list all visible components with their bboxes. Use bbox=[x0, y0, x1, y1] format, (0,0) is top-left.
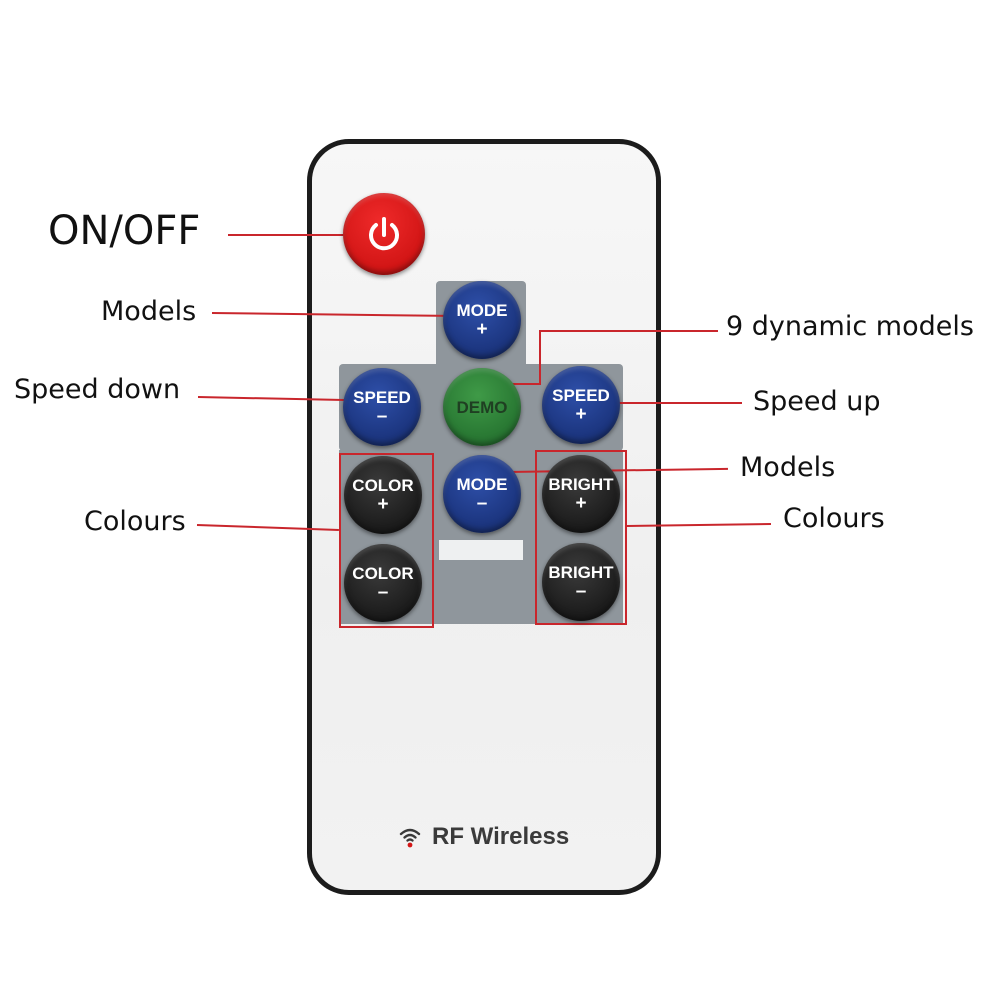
bright-up-sign: + bbox=[575, 493, 587, 514]
speed-up-label: SPEED bbox=[552, 386, 610, 405]
color-down-sign: – bbox=[377, 582, 389, 603]
speed-down-button[interactable]: SPEED – bbox=[343, 368, 421, 446]
color-down-button[interactable]: COLOR – bbox=[344, 544, 422, 622]
mode-up-sign: + bbox=[476, 319, 488, 340]
speed-up-sign: + bbox=[575, 404, 587, 425]
label-on-off: ON/OFF bbox=[48, 208, 201, 254]
speed-up-button[interactable]: SPEED + bbox=[542, 366, 620, 444]
callout-line-dynamic-models-stub bbox=[512, 383, 541, 385]
bright-up-label: BRIGHT bbox=[548, 475, 614, 494]
bright-group-box bbox=[535, 450, 627, 625]
color-up-button[interactable]: COLOR + bbox=[344, 456, 422, 534]
mode-down-label: MODE bbox=[456, 475, 508, 494]
color-down-label: COLOR bbox=[352, 564, 414, 583]
colour-group-box bbox=[339, 453, 434, 628]
color-up-label: COLOR bbox=[352, 476, 414, 495]
mode-up-button[interactable]: MODE + bbox=[443, 281, 521, 359]
bright-up-button[interactable]: BRIGHT + bbox=[542, 455, 620, 533]
label-speed-down: Speed down bbox=[14, 374, 181, 405]
label-models-bottom: Models bbox=[740, 452, 836, 483]
mode-up-label: MODE bbox=[456, 301, 508, 320]
callout-line-dynamic-models bbox=[540, 330, 718, 332]
callout-line-on-off bbox=[228, 234, 346, 236]
demo-label: DEMO bbox=[456, 397, 508, 417]
label-speed-up: Speed up bbox=[753, 386, 881, 417]
label-models-top: Models bbox=[101, 296, 197, 327]
label-dynamic-models: 9 dynamic models bbox=[726, 311, 974, 342]
power-button[interactable] bbox=[343, 193, 425, 275]
membrane-notch bbox=[439, 540, 523, 560]
bright-down-sign: – bbox=[575, 581, 587, 602]
speed-down-sign: – bbox=[376, 406, 388, 427]
wireless-signal-icon bbox=[399, 828, 421, 848]
mode-down-sign: – bbox=[476, 493, 488, 514]
speed-down-label: SPEED bbox=[353, 388, 411, 407]
demo-button[interactable]: DEMO bbox=[443, 368, 521, 446]
callout-line-dynamic-models-vertical bbox=[539, 330, 541, 384]
brand: RF Wireless bbox=[398, 823, 569, 851]
callout-line-speed-up bbox=[612, 402, 742, 404]
power-icon bbox=[369, 217, 399, 251]
bright-down-button[interactable]: BRIGHT – bbox=[542, 543, 620, 621]
mode-down-button[interactable]: MODE – bbox=[443, 455, 521, 533]
brand-text: RF Wireless bbox=[432, 823, 570, 850]
color-up-sign: + bbox=[377, 494, 389, 515]
label-colours-left: Colours bbox=[84, 506, 186, 537]
bright-down-label: BRIGHT bbox=[548, 563, 614, 582]
label-colours-right: Colours bbox=[783, 503, 885, 534]
